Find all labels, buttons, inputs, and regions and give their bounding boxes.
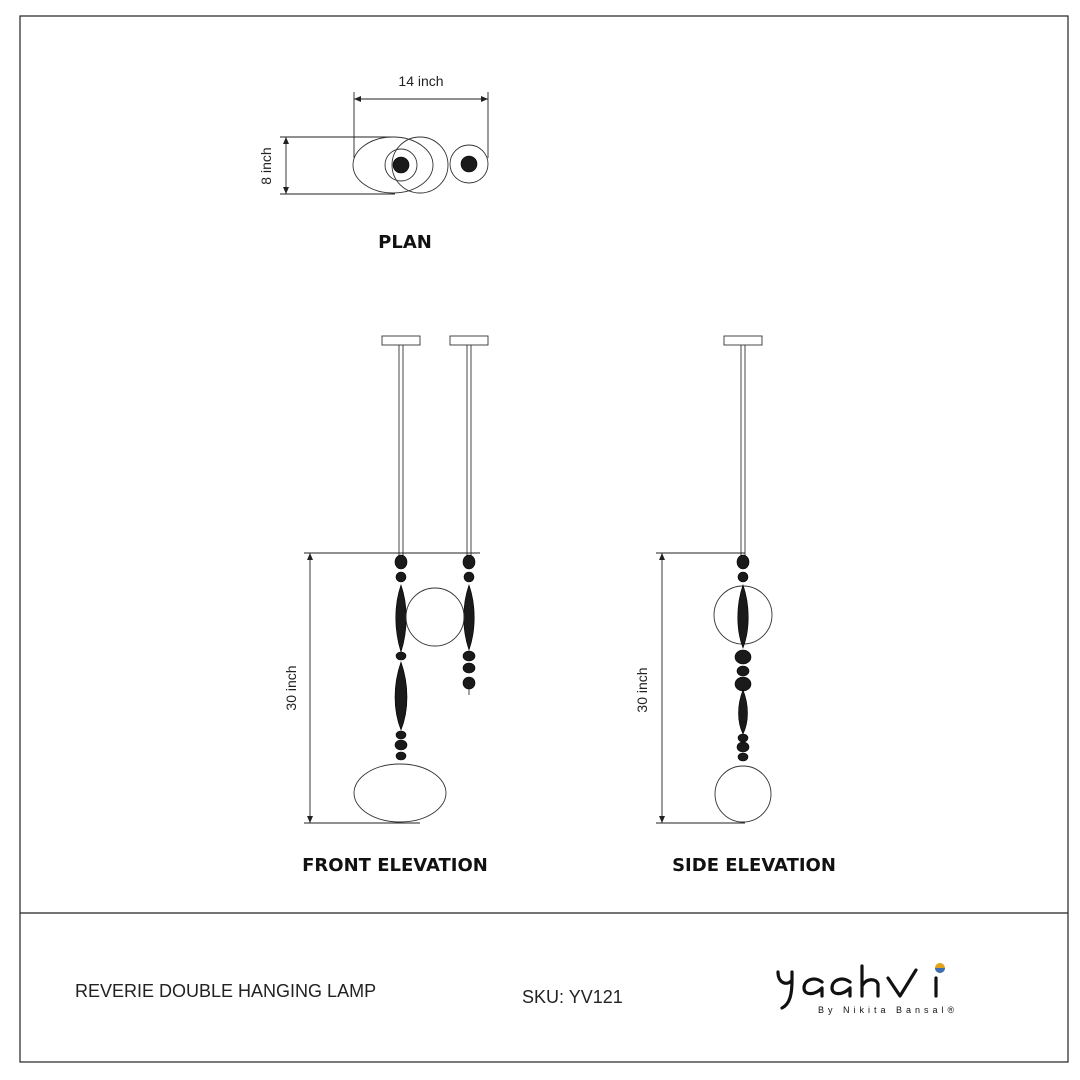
side-lower-globe xyxy=(714,765,772,823)
front-elevation-view: 30 inch FRONT ELEVATION xyxy=(283,335,489,876)
left-bead-column xyxy=(394,554,408,761)
front-elevation-title: FRONT ELEVATION xyxy=(302,855,488,876)
plan-view: 14 inch 8 inch PLAN xyxy=(258,73,489,253)
side-elevation-title: SIDE ELEVATION xyxy=(672,855,836,876)
plan-width-label: 14 inch xyxy=(398,73,443,89)
plan-depth-label: 8 inch xyxy=(258,147,274,184)
plan-title: PLAN xyxy=(378,232,432,253)
logo-water-dot xyxy=(935,968,945,973)
sheet-border xyxy=(19,15,1069,1063)
front-large-globe xyxy=(353,763,447,823)
plan-small-globe xyxy=(391,136,449,194)
side-bead-column xyxy=(734,554,752,762)
canopy-right xyxy=(449,335,489,346)
brand-logo xyxy=(776,963,945,1010)
side-elevation-view: 30 inch SIDE ELEVATION xyxy=(634,335,836,876)
side-height-label: 30 inch xyxy=(634,667,650,712)
product-name: REVERIE DOUBLE HANGING LAMP xyxy=(75,981,377,1001)
right-bead-column xyxy=(462,554,476,695)
canopy-left xyxy=(381,335,421,346)
front-small-globe xyxy=(405,587,465,647)
front-height-label: 30 inch xyxy=(283,665,299,710)
plan-large-globe xyxy=(352,136,434,194)
side-canopy xyxy=(723,335,763,346)
logo-tagline: By Nikita Bansal® xyxy=(818,1005,959,1015)
sku-label: SKU: YV121 xyxy=(522,987,623,1007)
